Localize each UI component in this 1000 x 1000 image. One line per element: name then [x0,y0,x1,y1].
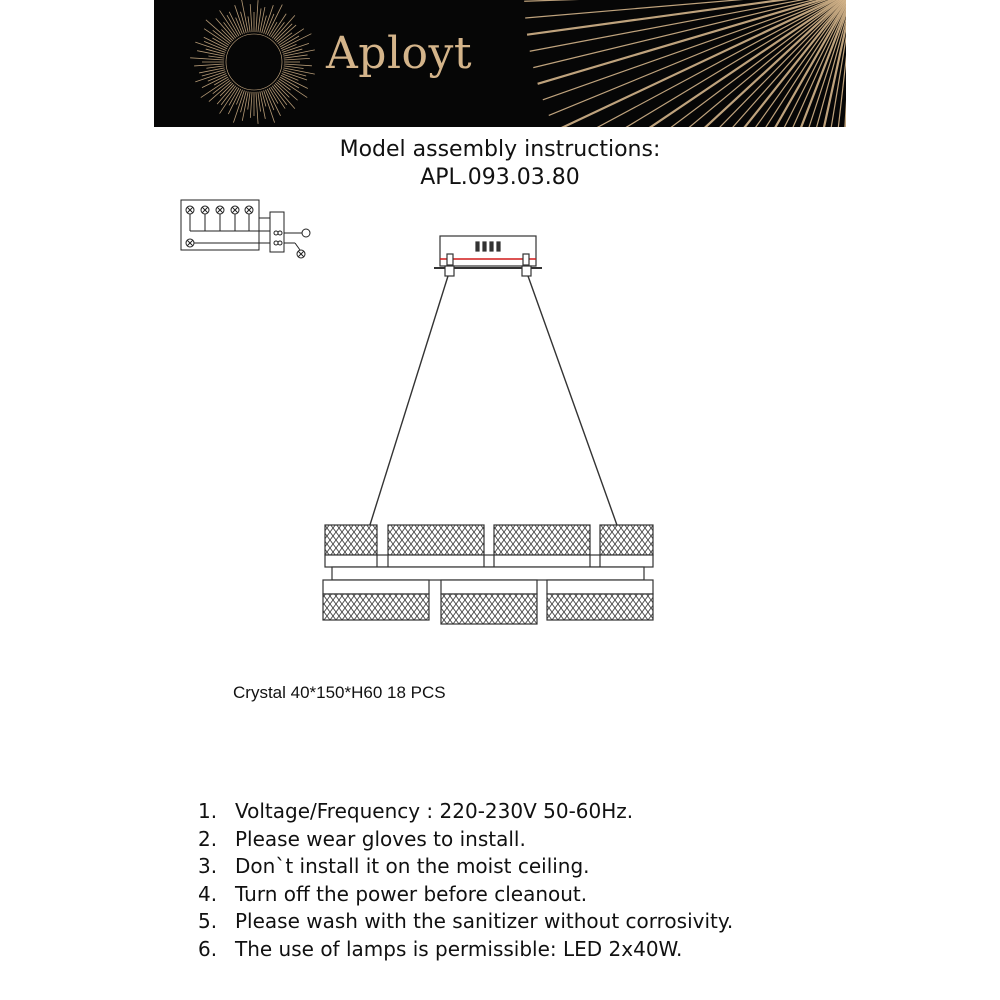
list-item: 2. Please wear gloves to install. [198,826,733,854]
note-text: Turn off the power before cleanout. [235,881,588,906]
list-item: 6. The use of lamps is permissible: LED 2… [198,936,733,964]
list-item: 3. Don`t install it on the moist ceiling. [198,853,733,881]
safety-notes-list: 1.Voltage/Frequency : 220-230V 50-60Hz. … [198,798,733,964]
list-item: 5. Please wash with the sanitizer without… [198,908,733,936]
brand-logo: Aployt [326,28,473,79]
note-number: 2. [198,826,218,851]
note-text: The use of lamps is permissible: LED 2x4… [235,936,683,961]
model-number: APL.093.03.80 [420,165,580,190]
note-number: 3. [198,854,218,879]
list-item: 4. Turn off the power before cleanout. [198,881,733,909]
crystal-spec-caption: Crystal 40*150*H60 18 PCS [233,683,446,702]
note-text: Please wash with the sanitizer without c… [235,909,734,934]
note-text: Don`t install it on the moist ceiling. [235,854,590,879]
note-text: Voltage/Frequency : 220-230V 50-60Hz. [235,799,634,823]
instructions-title: Model assembly instructions: [339,137,661,162]
note-number: 6. [198,936,218,961]
note-number: 4. [198,881,218,906]
note-number: 5. [198,909,218,934]
note-text: Please wear gloves to install. [235,826,526,851]
sunburst-rays-decoration [524,0,846,127]
note-number: 1. [198,799,218,823]
sunburst-logo-icon [190,0,315,124]
sunburst-decoration [190,0,846,127]
chandelier-diagram-icon [322,235,654,625]
wiring-diagram-icon [180,199,311,259]
list-item: 1. Voltage/Frequency : 220-230V 50-60Hz. [198,798,733,826]
brand-banner: Aployt [154,0,846,127]
ceiling-canopy [434,235,542,277]
